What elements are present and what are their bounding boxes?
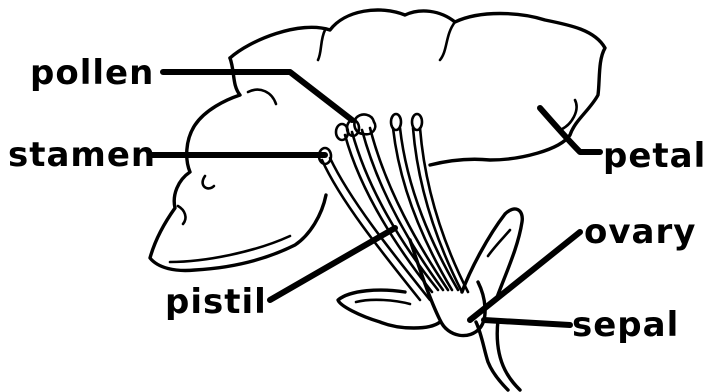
label-sepal: sepal [572,305,679,345]
label-petal: petal [603,136,705,176]
petal-leader [540,108,600,152]
label-pollen: pollen [30,53,154,93]
label-pistil: pistil [165,282,267,322]
stamens [322,128,468,300]
label-stamen: stamen [8,135,156,175]
ovary-leader [470,232,580,320]
label-ovary: ovary [584,212,696,252]
pollen-leader [163,72,352,120]
